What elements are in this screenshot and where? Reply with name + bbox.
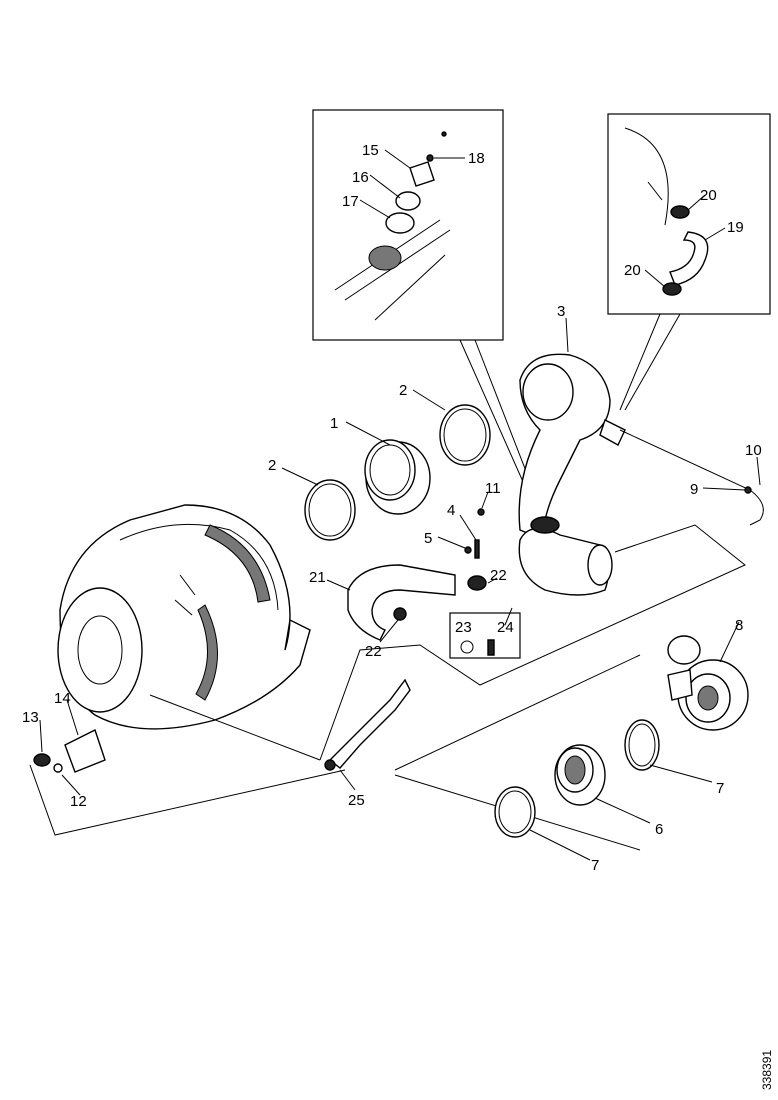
callout-8: 8 — [735, 617, 743, 634]
detail-box-hose-assembly — [607, 113, 771, 315]
screw-part-9 — [744, 486, 752, 494]
callout-5: 5 — [424, 530, 432, 547]
leader-lines — [39, 149, 761, 861]
seal-part-16 — [395, 191, 421, 211]
callout-20-upper: 20 — [700, 187, 717, 204]
bracket-part-14 — [64, 729, 106, 773]
callout-18: 18 — [468, 150, 485, 167]
callout-15: 15 — [362, 142, 379, 159]
callout-24: 24 — [497, 619, 514, 636]
callout-17: 17 — [342, 193, 359, 210]
detail-box-fasteners — [449, 612, 521, 659]
ring-part-17 — [385, 212, 415, 234]
callout-10: 10 — [745, 442, 762, 459]
clamp-part-20-lower — [662, 282, 682, 296]
callout-1: 1 — [330, 415, 338, 432]
clamp-part-22-upper — [467, 575, 487, 591]
bracket-part-25 — [328, 678, 411, 769]
pin-part-4 — [474, 539, 480, 559]
sensor-part-13 — [33, 753, 51, 767]
clamp-part-7-upper — [624, 719, 660, 771]
callout-2-left: 2 — [268, 457, 276, 474]
nut-part-12 — [53, 763, 63, 773]
callout-labels: 1 2 2 3 4 5 6 7 7 8 9 10 11 12 13 14 15 … — [22, 142, 762, 874]
callout-20-lower: 20 — [624, 262, 641, 279]
callout-19: 19 — [727, 219, 744, 236]
callout-21: 21 — [309, 569, 326, 586]
callout-7-lower: 7 — [591, 857, 599, 874]
hose-part-21 — [347, 564, 456, 641]
reference-number: 338391 — [760, 1050, 774, 1090]
clamp-part-22-lower — [393, 607, 407, 621]
callout-11: 11 — [485, 480, 501, 497]
callout-22-upper: 22 — [490, 567, 507, 584]
bellows-part-1 — [364, 439, 431, 515]
callout-12: 12 — [70, 793, 87, 810]
callout-22-lower: 22 — [365, 643, 382, 660]
bracket-assembly — [33, 729, 106, 773]
clamp-part-20-upper — [670, 205, 690, 219]
callout-7-upper: 7 — [716, 780, 724, 797]
drum-tub-assembly — [57, 504, 311, 730]
bellows-part-6 — [554, 744, 606, 806]
sump-elbow — [518, 516, 613, 596]
callout-14: 14 — [54, 690, 71, 707]
detail-box-seal-assembly — [312, 109, 504, 341]
gasket-part-2-right — [439, 404, 491, 466]
callout-2-right: 2 — [399, 382, 407, 399]
callout-9: 9 — [690, 481, 698, 498]
callout-3: 3 — [557, 303, 565, 320]
pump-part-8 — [667, 635, 749, 731]
callout-6: 6 — [655, 821, 663, 838]
callout-23: 23 — [455, 619, 472, 636]
gasket-part-2-left — [304, 479, 356, 541]
callout-4: 4 — [447, 502, 455, 519]
housing-part-3 — [518, 353, 626, 542]
washer-part-5 — [464, 546, 472, 554]
callout-25: 25 — [348, 792, 365, 809]
clamp-part-7-lower — [494, 786, 536, 838]
callout-16: 16 — [352, 169, 369, 186]
hose-part-19 — [669, 231, 709, 286]
cover-part-15 — [409, 161, 435, 187]
callout-13: 13 — [22, 709, 39, 726]
screw-part-18 — [426, 154, 434, 162]
nut-part-11 — [477, 508, 485, 516]
